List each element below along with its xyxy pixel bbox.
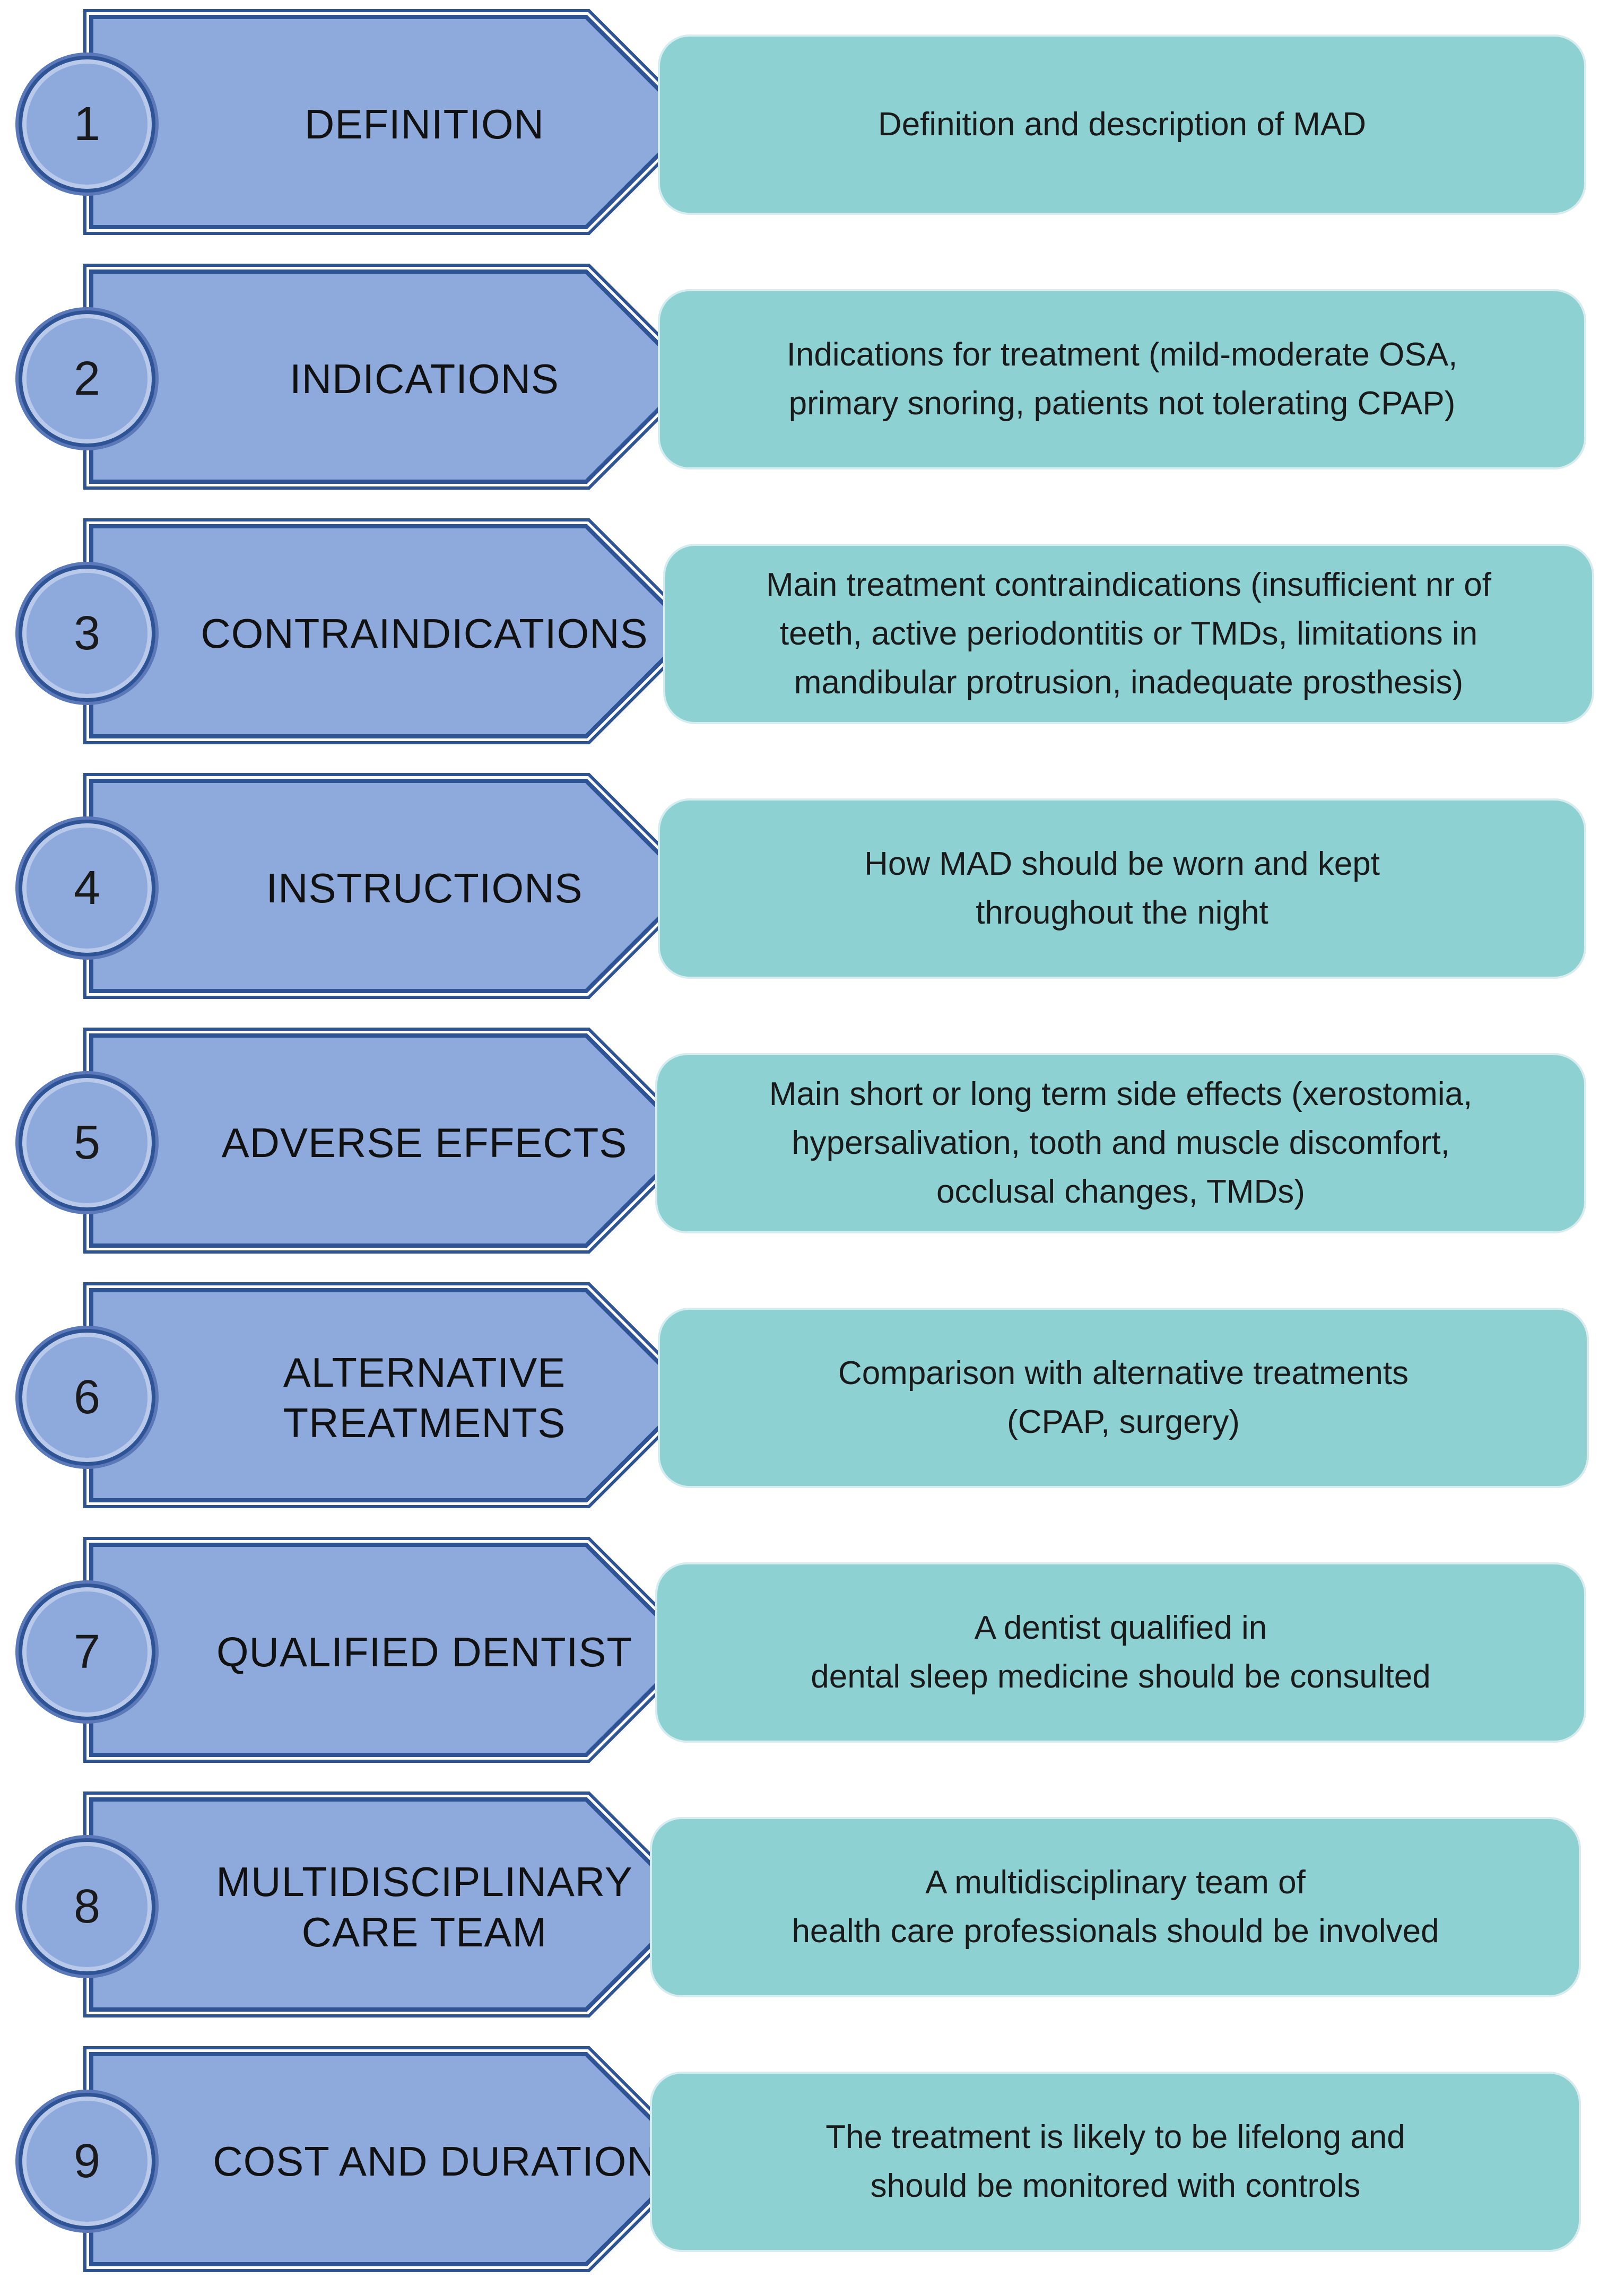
step-title-8: MULTIDISCIPLINARY CARE TEAM	[216, 1858, 633, 1955]
step-number-7: 7	[19, 1584, 155, 1720]
step-row-7: 7 QUALIFIED DENTIST A dentist qualified …	[0, 1537, 1608, 1764]
step-number-1: 1	[19, 56, 155, 193]
step-number-9: 9	[19, 2093, 155, 2230]
step-description-7: A dentist qualified in dental sleep medi…	[655, 1562, 1586, 1743]
step-arrow-5	[83, 1028, 703, 1254]
step-number-2: 2	[19, 310, 155, 447]
step-number-8: 8	[19, 1838, 155, 1975]
step-row-9: 9 COST AND DURATION The treatment is lik…	[0, 2046, 1608, 2273]
step-row-1: 1 DEFINITION Definition and description …	[0, 9, 1608, 236]
step-row-6: 6 ALTERNATIVE TREATMENTS Comparison with…	[0, 1282, 1608, 1509]
step-title-3: CONTRAINDICATIONS	[201, 610, 648, 657]
step-number-3: 3	[19, 565, 155, 702]
step-description-3: Main treatment contraindications (insuff…	[663, 544, 1594, 724]
step-row-5: 5 ADVERSE EFFECTS Main short or long ter…	[0, 1028, 1608, 1255]
step-description-9: The treatment is likely to be lifelong a…	[650, 2072, 1581, 2252]
step-arrow-6	[83, 1282, 703, 1508]
step-number-5: 5	[19, 1074, 155, 1211]
step-number-6: 6	[19, 1329, 155, 1466]
step-title-2: INDICATIONS	[290, 355, 559, 403]
step-title-7: QUALIFIED DENTIST	[216, 1629, 633, 1676]
step-row-2: 2 INDICATIONS Indications for treatment …	[0, 264, 1608, 491]
step-title-9: COST AND DURATION	[213, 2138, 657, 2185]
step-description-2: Indications for treatment (mild-moderate…	[658, 289, 1586, 469]
step-arrow-2	[83, 264, 703, 490]
step-description-5: Main short or long term side effects (xe…	[655, 1053, 1586, 1233]
step-title-1: DEFINITION	[305, 101, 544, 148]
step-arrow-3	[83, 518, 703, 744]
step-description-8: A multidisciplinary team of health care …	[650, 1817, 1581, 1997]
step-arrow-9	[83, 2046, 703, 2272]
step-description-4: How MAD should be worn and kept througho…	[658, 798, 1586, 979]
step-title-5: ADVERSE EFFECTS	[221, 1119, 628, 1167]
step-title-6: ALTERNATIVE TREATMENTS	[283, 1349, 566, 1446]
step-title-4: INSTRUCTIONS	[266, 865, 583, 912]
step-row-8: 8 MULTIDISCIPLINARY CARE TEAM A multidis…	[0, 1791, 1608, 2019]
step-row-4: 4 INSTRUCTIONS How MAD should be worn an…	[0, 773, 1608, 1000]
step-description-6: Comparison with alternative treatments (…	[658, 1308, 1589, 1488]
step-row-3: 3 CONTRAINDICATIONS Main treatment contr…	[0, 518, 1608, 745]
step-number-4: 4	[19, 820, 155, 956]
step-arrow-8	[83, 1791, 703, 2017]
step-description-1: Definition and description of MAD	[658, 34, 1586, 215]
step-arrow-7	[83, 1537, 703, 1763]
step-arrow-4	[83, 773, 703, 999]
